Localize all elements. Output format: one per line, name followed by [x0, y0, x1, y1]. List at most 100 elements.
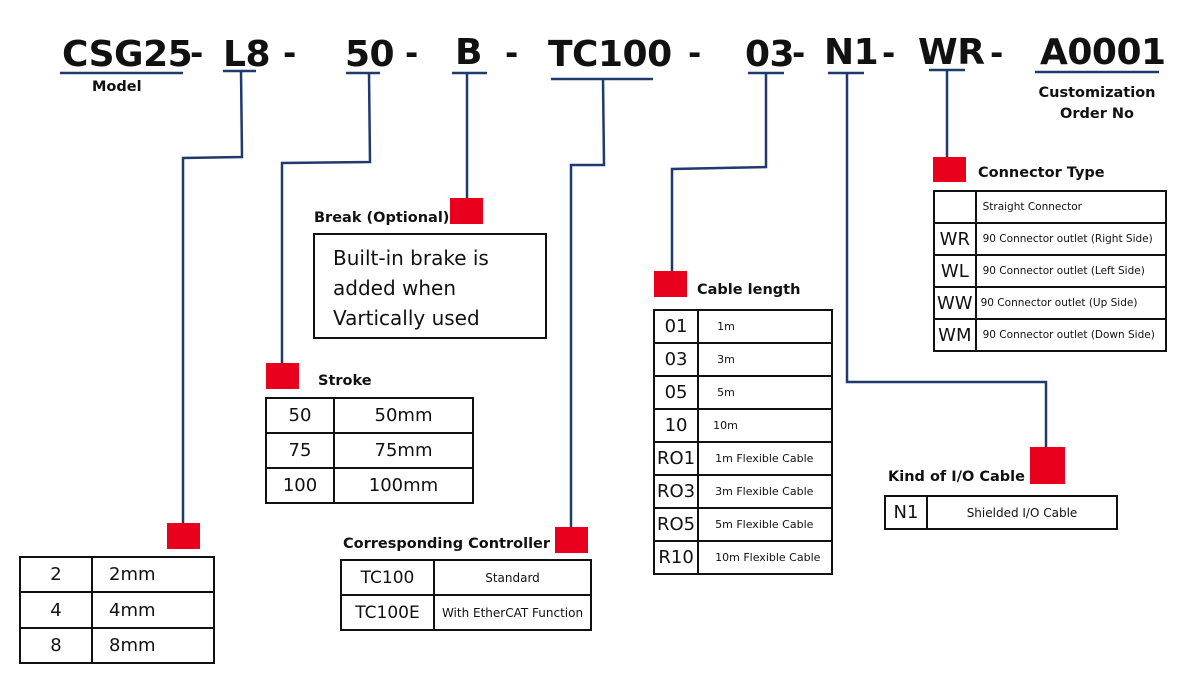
connector-type-code: WW [933, 286, 977, 320]
controller-desc: With EtherCAT Function [433, 594, 592, 631]
table-row: TC100E With EtherCAT Function [340, 594, 592, 631]
cable-length-desc: 10m [697, 408, 833, 443]
cable-length-desc: 3m Flexible Cable [697, 474, 833, 509]
controller-marker [555, 527, 588, 553]
connector-type-code: WL [933, 254, 977, 288]
lead-code: 8 [19, 627, 93, 664]
lead-desc: 8mm [91, 627, 215, 664]
io-cable-code: N1 [884, 495, 928, 530]
model-label: Model [92, 79, 142, 95]
cable-length-desc: 5m [697, 375, 833, 410]
line-controller [569, 78, 606, 527]
stroke-marker [266, 363, 299, 389]
customization-label-line1: Customization [1038, 85, 1156, 101]
separator: - [190, 34, 204, 72]
segment-io-cable: N1 [824, 32, 879, 73]
cable-length-desc: 3m [697, 342, 833, 377]
table-row: 4 4mm [19, 591, 215, 629]
table-row: 8 8mm [19, 627, 215, 664]
lead-desc: 2mm [91, 556, 215, 593]
segment-model: CSG25 [62, 34, 193, 75]
controller-desc: Standard [433, 559, 592, 596]
io-cable-title: Kind of I/O Cable [888, 469, 1025, 485]
controller-code: TC100 [340, 559, 435, 596]
controller-table: TC100 Standard TC100E With EtherCAT Func… [340, 559, 592, 631]
table-row: N1 Shielded I/O Cable [884, 495, 1118, 530]
cable-length-code: RO3 [652, 474, 700, 509]
stroke-title: Stroke [318, 373, 372, 389]
segment-cable-length: 03 [745, 34, 795, 75]
segment-brake: B [455, 32, 482, 73]
cable-length-code: RO1 [652, 441, 700, 476]
connector-type-code: WR [933, 222, 977, 256]
segment-lead: L8 [223, 34, 271, 75]
line-cable-length [670, 73, 768, 271]
cable-length-code: R10 [652, 540, 700, 575]
brake-marker [450, 198, 483, 224]
connector-type-desc: 90 Connector outlet (Left Side) [974, 254, 1168, 288]
line-lead [181, 70, 244, 523]
segment-connector: WR [918, 32, 985, 73]
separator: - [283, 34, 297, 72]
lead-desc: 4mm [91, 591, 215, 629]
cable-length-desc: 5m Flexible Cable [697, 507, 833, 542]
cable-length-desc: 10m Flexible Cable [697, 540, 833, 575]
connector-type-title: Connector Type [978, 165, 1105, 181]
cable-length-marker [654, 271, 687, 297]
connector-type-code: WM [933, 318, 977, 352]
segment-controller: TC100 [548, 34, 672, 75]
io-cable-desc: Shielded I/O Cable [926, 495, 1118, 530]
brake-note-line: added when [333, 276, 457, 300]
controller-title: Corresponding Controller [343, 536, 551, 552]
segment-customization: A0001 [1040, 32, 1166, 73]
cable-length-code: RO5 [652, 507, 700, 542]
io-cable-marker [1030, 447, 1065, 484]
cable-length-title: Cable length [697, 282, 801, 298]
separator: - [405, 34, 419, 72]
lead-marker [167, 523, 200, 549]
stroke-desc: 50mm [333, 397, 474, 434]
table-row: 100 100mm [265, 467, 474, 504]
segment-stroke: 50 [345, 34, 395, 75]
stroke-code: 50 [265, 397, 335, 434]
table-row: TC100 Standard [340, 559, 592, 596]
connector-type-desc: 90 Connector outlet (Up Side) [974, 286, 1168, 320]
customization-label-line2: Order No [1060, 106, 1134, 122]
connector-type-marker [933, 157, 966, 182]
separator: - [990, 34, 1004, 72]
lead-table: 2 2mm 4 4mm 8 8mm [19, 556, 215, 664]
cable-length-desc: 1m [697, 309, 833, 344]
separator: - [882, 34, 896, 72]
line-io-cable [845, 73, 1048, 447]
table-row: 50 50mm [265, 397, 474, 434]
lead-code: 2 [19, 556, 93, 593]
lead-code: 4 [19, 591, 93, 629]
separator: - [505, 34, 519, 72]
table-row: 2 2mm [19, 556, 215, 593]
controller-code: TC100E [340, 594, 435, 631]
brake-title: Break (Optional) [314, 210, 450, 226]
stroke-desc: 100mm [333, 467, 474, 504]
brake-note-line: Built-in brake is [333, 246, 489, 270]
cable-length-code: 01 [652, 309, 700, 344]
separator: - [792, 34, 806, 72]
stroke-desc: 75mm [333, 432, 474, 469]
stroke-code: 100 [265, 467, 335, 504]
stroke-table: 50 50mm 75 75mm 100 100mm [265, 397, 474, 504]
connector-type-desc: Straight Connector [974, 190, 1168, 224]
